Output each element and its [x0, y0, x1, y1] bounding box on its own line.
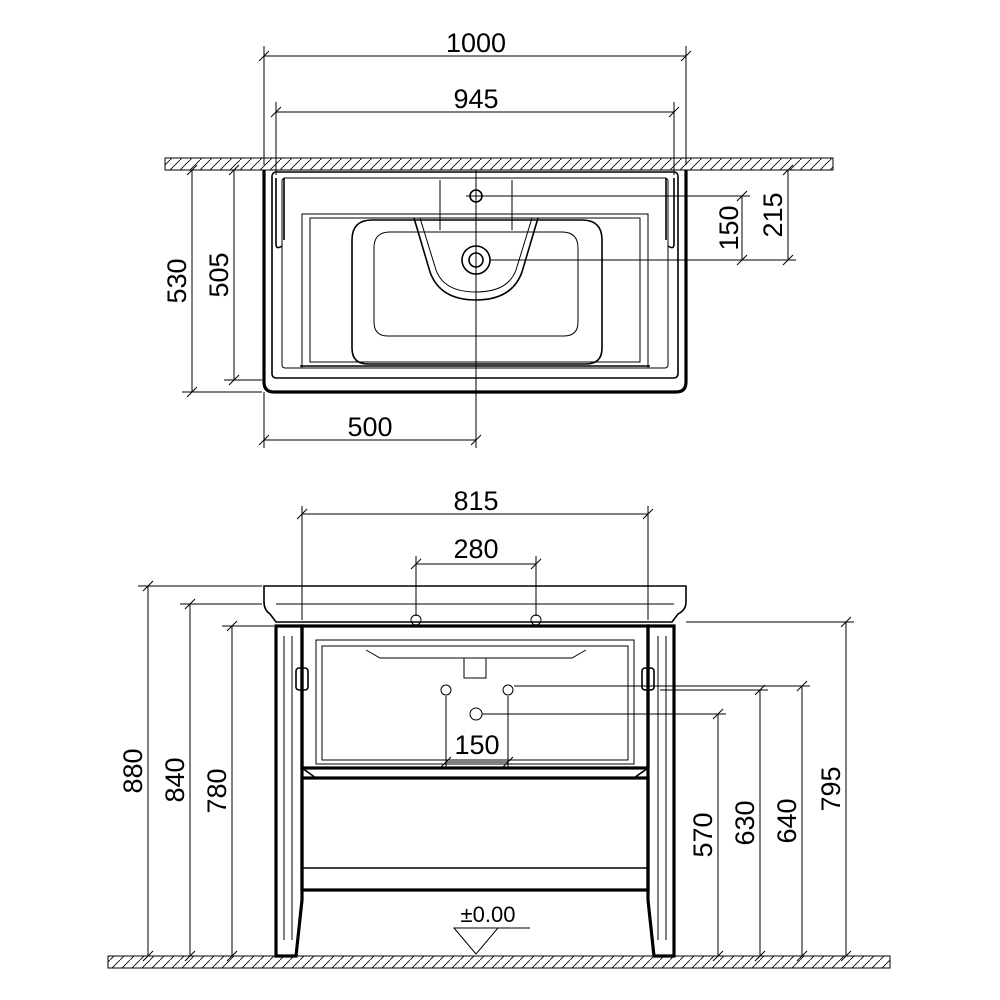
dim-215: 215: [758, 192, 788, 237]
dim-780: 780: [202, 768, 232, 813]
dim-880: 880: [118, 748, 148, 793]
floor-level-label: ±0.00: [461, 902, 516, 927]
left-bracket: [275, 178, 285, 249]
tap-hole-right: [530, 614, 542, 626]
tap-hole-left: [410, 614, 422, 626]
dim-640: 640: [772, 798, 802, 843]
front-view: 815 280 150 880 840 780: [107, 486, 891, 969]
dim-815: 815: [453, 486, 498, 516]
dim-630: 630: [730, 800, 760, 845]
dim-530: 530: [162, 258, 192, 303]
bowl-outer: [351, 219, 603, 365]
cabinet-frame-top: [301, 213, 649, 369]
dim-570: 570: [688, 812, 718, 857]
cabinet-frame: [300, 624, 650, 770]
basin-rim-2: [281, 177, 669, 369]
dim-505: 505: [204, 252, 234, 297]
right-bracket: [665, 178, 675, 249]
basin-inner-rim: [271, 171, 679, 379]
dim-840: 840: [160, 757, 190, 802]
wall-hatch-top: [164, 157, 834, 171]
basin-outline-top: [262, 170, 688, 394]
drawer: [300, 776, 650, 892]
floor-level-marker: [452, 927, 500, 955]
floor-hatch: [107, 955, 891, 969]
bowl-inner: [373, 231, 579, 337]
cabinet-frame-top-2: [309, 217, 641, 363]
dim-500: 500: [347, 412, 392, 442]
dim-945: 945: [453, 84, 498, 114]
left-leg: [274, 624, 304, 958]
dim-150-front: 150: [454, 730, 499, 760]
right-leg: [646, 624, 676, 958]
dim-280: 280: [453, 534, 498, 564]
top-view: 1000 945 530 505 150 215: [162, 28, 834, 448]
dim-150-top: 150: [714, 205, 744, 250]
dim-1000: 1000: [446, 28, 506, 58]
dim-795: 795: [816, 766, 846, 811]
basin-front: [263, 585, 687, 623]
